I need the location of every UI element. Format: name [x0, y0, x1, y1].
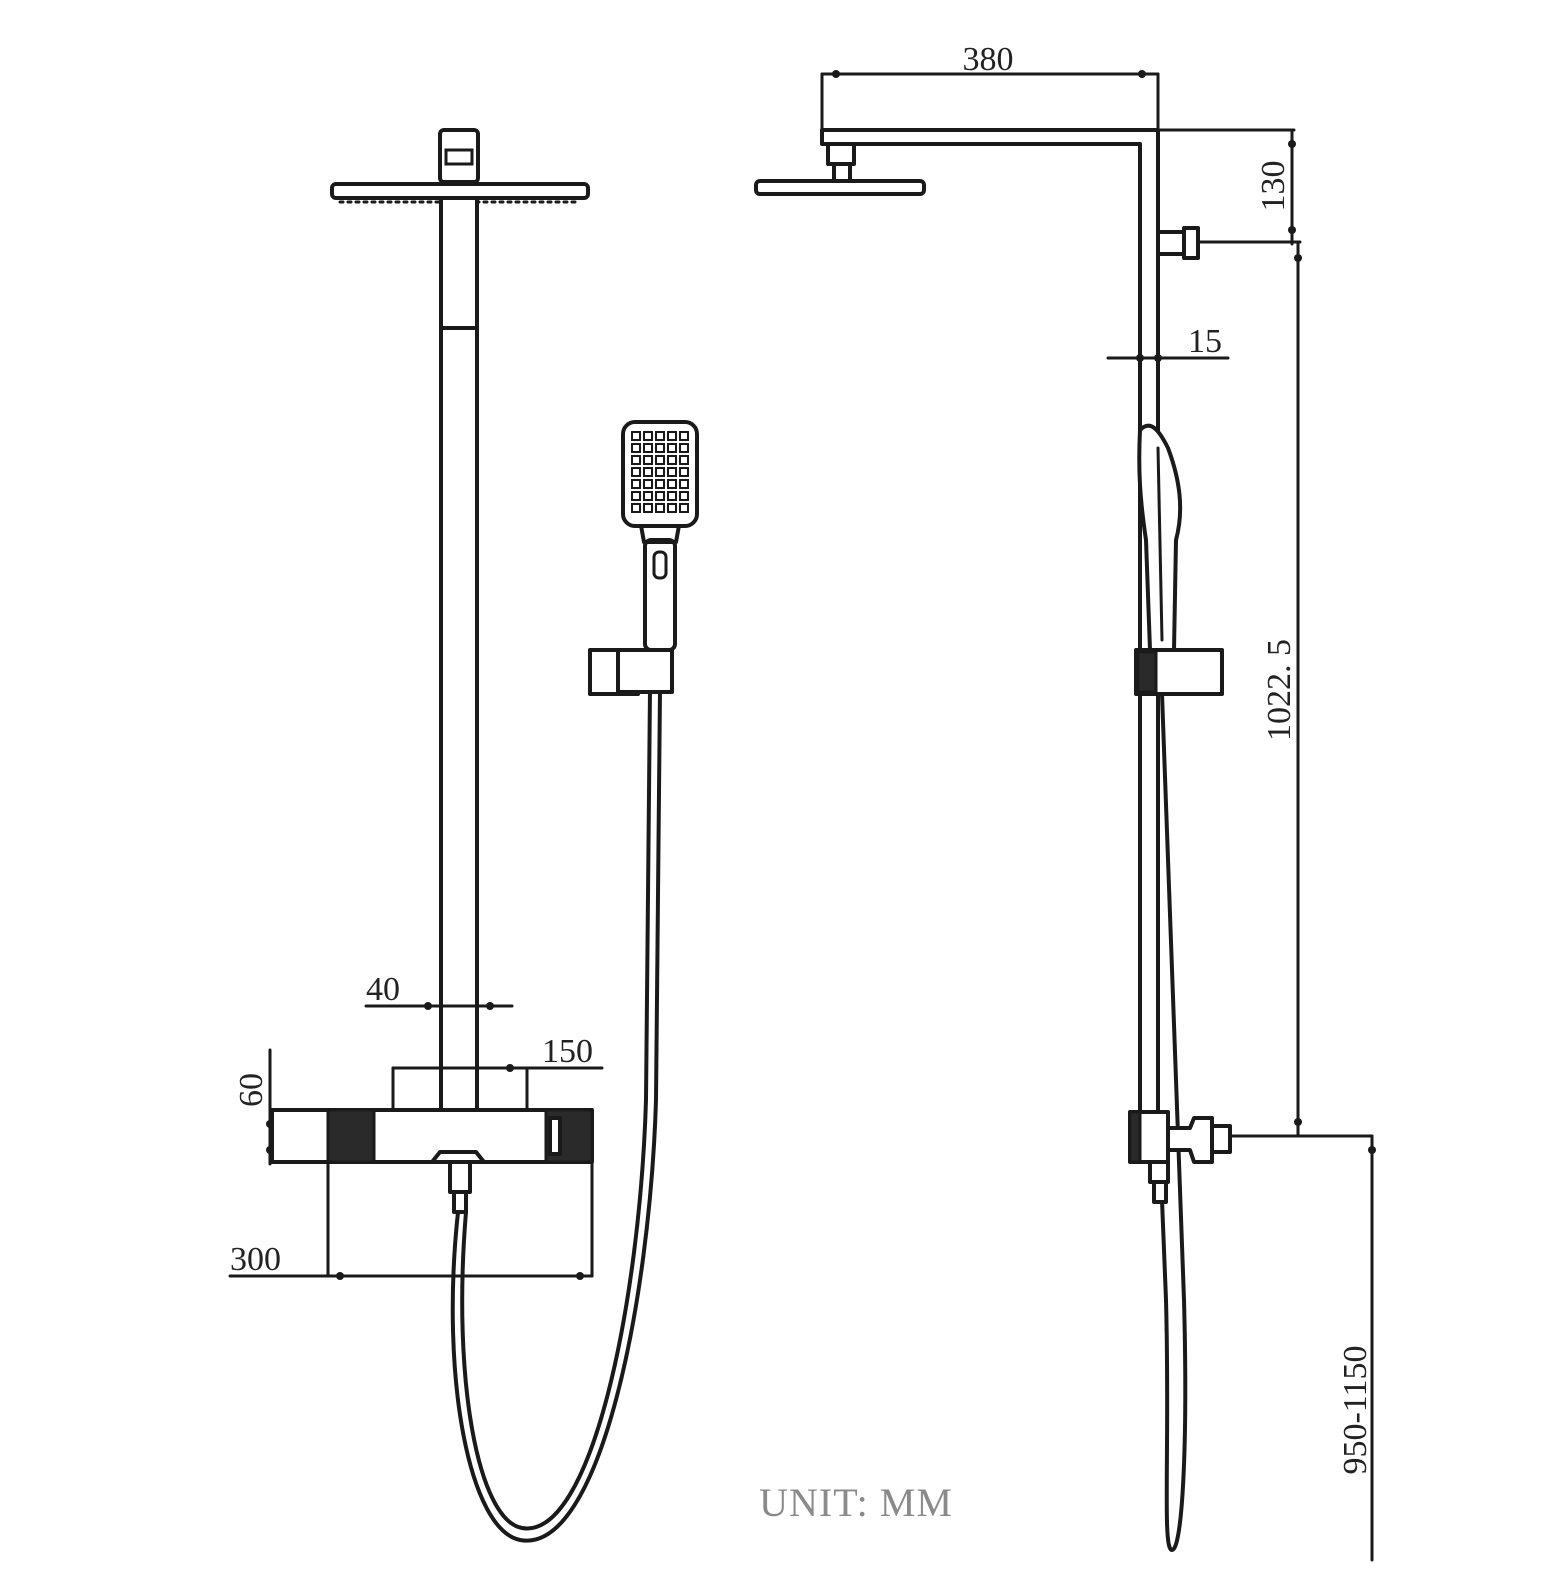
knob-highlight — [548, 1116, 562, 1156]
nozzle — [667, 491, 677, 501]
handshower-side-detail — [1156, 446, 1164, 642]
shower-hose-inner — [460, 688, 652, 1531]
side-view: 380 130 15 1022. 5 — [754, 41, 1376, 1562]
shower-hose-side — [1160, 692, 1188, 1552]
head-connector-band — [444, 148, 474, 166]
nozzle — [631, 443, 641, 453]
top-wall-bracket-plate — [1182, 226, 1200, 260]
dim-head-drop: 130 — [1255, 161, 1292, 212]
handshower-handle — [643, 538, 677, 652]
nozzle — [631, 479, 641, 489]
nozzle — [655, 443, 665, 453]
dim-tick — [1368, 1146, 1376, 1154]
hose-connector-side — [1152, 1180, 1168, 1204]
top-wall-bracket — [1156, 230, 1188, 256]
hose-connector-front — [452, 1190, 468, 1214]
temperature-knob — [326, 1108, 376, 1164]
nozzle — [655, 503, 665, 513]
rain-shower-head-side — [754, 179, 926, 196]
nozzle — [679, 467, 689, 477]
nozzle — [655, 455, 665, 465]
dim-tick — [1154, 354, 1162, 362]
front-view: 40 150 60 300 — [228, 128, 699, 1543]
dim-tick — [1288, 140, 1296, 148]
unit-label: UNIT: MM — [759, 1480, 953, 1525]
dim-tick — [832, 70, 840, 78]
dim-tick — [1288, 226, 1296, 234]
nozzle — [643, 443, 653, 453]
handshower-button — [652, 550, 668, 580]
dim-valve-width: 300 — [230, 1241, 281, 1278]
nozzle — [643, 479, 653, 489]
dim-install-height: 950-1150 — [1337, 1345, 1374, 1474]
dim-tick — [506, 1064, 514, 1072]
nozzle — [631, 455, 641, 465]
shower-arm-side — [820, 128, 1160, 1122]
dim-valve-height: 60 — [233, 1073, 270, 1107]
handshower-nozzle-grid — [631, 431, 689, 513]
nozzle — [667, 431, 677, 441]
nozzle — [679, 431, 689, 441]
dim-rail-height: 1022. 5 — [1261, 639, 1298, 741]
riser-pipe-front — [439, 326, 479, 1112]
upper-pipe-front — [439, 196, 479, 330]
wall-inlet-side — [1166, 1116, 1214, 1164]
hose-nut-front — [448, 1160, 472, 1194]
nozzle — [667, 467, 677, 477]
nozzle — [643, 491, 653, 501]
dim-tick — [576, 1272, 584, 1280]
wall-inlet-plate — [1210, 1124, 1232, 1154]
dim-tick — [336, 1272, 344, 1280]
nozzle — [679, 503, 689, 513]
nozzle — [679, 491, 689, 501]
head-swivel-side — [826, 142, 856, 166]
nozzle — [679, 455, 689, 465]
nozzle — [667, 455, 677, 465]
nozzle — [643, 503, 653, 513]
nozzle — [667, 503, 677, 513]
nozzle — [667, 479, 677, 489]
dim-rail-offset: 15 — [1188, 323, 1222, 360]
valve-outlet-cap — [430, 1150, 486, 1164]
dim-tick — [424, 1002, 432, 1010]
dim-tick — [1136, 354, 1144, 362]
nozzle — [631, 431, 641, 441]
nozzle — [631, 503, 641, 513]
valve-outlet-side — [1148, 1160, 1170, 1184]
nozzle — [631, 491, 641, 501]
valve-knob-side — [1128, 1110, 1142, 1164]
nozzle — [679, 479, 689, 489]
nozzle — [667, 443, 677, 453]
nozzle — [655, 491, 665, 501]
nozzle — [655, 467, 665, 477]
dim-tick — [1294, 1118, 1302, 1126]
nozzle — [655, 479, 665, 489]
dim-inlet-spacing: 150 — [542, 1033, 593, 1070]
dim-tick — [1294, 254, 1302, 262]
dim-tick — [1138, 70, 1146, 78]
nozzle — [643, 431, 653, 441]
nozzle — [655, 431, 665, 441]
holder-clamp-side — [1136, 650, 1158, 694]
handshower-holder-body — [616, 648, 674, 694]
handshower-head — [621, 420, 699, 528]
nozzle — [643, 467, 653, 477]
nozzle — [643, 455, 653, 465]
thermostatic-valve-body — [270, 1108, 594, 1164]
dim-arm-length: 380 — [963, 41, 1014, 78]
nozzle — [679, 443, 689, 453]
shower-hose-outer — [450, 688, 662, 1543]
nozzle — [631, 467, 641, 477]
dim-pipe-width: 40 — [366, 971, 400, 1008]
rain-shower-head-front — [330, 182, 590, 200]
dim-tick — [486, 1002, 494, 1010]
